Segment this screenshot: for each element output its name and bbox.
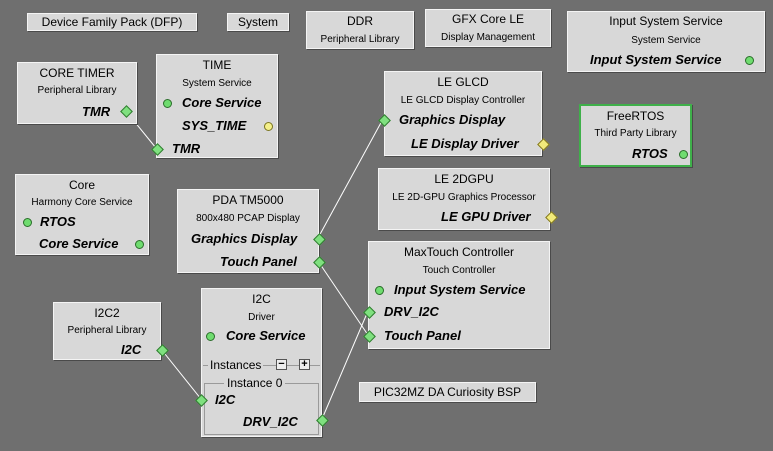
glcd-title: LE GLCD [437,75,489,89]
inputsys-subtitle: System Service [631,35,701,46]
gpu-port-label: LE GPU Driver [441,209,531,224]
gpu-subtitle: LE 2D-GPU Graphics Processor [392,192,536,203]
inputsys-port-label: Input System Service [590,52,722,67]
i2c-instance-port-i2c: I2C [215,392,236,407]
i2c-port-core-service: Core Service [226,328,306,343]
dfp-node[interactable]: Device Family Pack (DFP) [27,13,197,31]
wire-i2c2-i2c [160,348,202,400]
inputsys-port-dot[interactable] [745,56,754,65]
pda-subtitle: 800x480 PCAP Display [196,213,300,224]
time-sys-time-dot[interactable] [264,122,273,131]
time-title: TIME [202,58,232,72]
wire-pda-maxtouch [317,260,369,336]
coretimer-node[interactable]: CORE TIMER Peripheral Library TMR [17,62,137,124]
gpu-node[interactable]: LE 2DGPU LE 2D-GPU Graphics Processor LE… [378,168,558,230]
i2c-title: I2C [252,292,271,306]
glcd-subtitle: LE GLCD Display Controller [400,95,526,106]
pda-node[interactable]: PDA TM5000 800x480 PCAP Display Graphics… [177,189,326,273]
core-subtitle: Harmony Core Service [31,197,133,208]
gfx-subtitle: Display Management [441,32,535,43]
gfx-title: GFX Core LE [451,12,525,26]
add-instance-button[interactable]: + [299,359,310,370]
core-node[interactable]: Core Harmony Core Service RTOS Core Serv… [15,174,149,255]
maxtouch-input-system-dot[interactable] [375,286,384,295]
time-core-service-dot[interactable] [163,99,172,108]
inputsys-title: Input System Service [609,14,723,28]
glcd-port-graphics-display: Graphics Display [399,112,506,127]
remove-instance-button[interactable]: − [276,359,287,370]
time-node[interactable]: TIME System Service Core Service SYS_TIM… [151,54,278,158]
core-core-service-dot[interactable] [135,240,144,249]
maxtouch-node[interactable]: MaxTouch Controller Touch Controller Inp… [363,241,550,349]
bsp-node[interactable]: PIC32MZ DA Curiosity BSP [359,382,536,402]
freertos-title: FreeRTOS [606,109,665,123]
ddr-subtitle: Peripheral Library [320,34,400,45]
i2c2-node[interactable]: I2C2 Peripheral Library I2C [53,302,169,360]
freertos-port-label: RTOS [632,146,668,161]
wire-i2c-maxtouch [321,310,369,420]
core-title: Core [68,178,95,192]
i2c-core-service-dot[interactable] [206,332,215,341]
coretimer-title: CORE TIMER [39,66,115,80]
time-port-tmr: TMR [172,141,201,156]
wire-pda-glcd [317,118,384,239]
i2c-node[interactable]: I2C Driver Core Service Instances − + In… [195,288,329,437]
i2c2-subtitle: Peripheral Library [67,325,147,336]
maxtouch-subtitle: Touch Controller [422,265,496,276]
coretimer-subtitle: Peripheral Library [37,85,117,96]
core-port-rtos: RTOS [40,214,76,229]
maxtouch-port-drv-i2c: DRV_I2C [384,304,439,319]
glcd-node[interactable]: LE GLCD LE GLCD Display Controller Graph… [378,71,550,156]
coretimer-port-label: TMR [82,104,111,119]
i2c-instance-port-drv-i2c: DRV_I2C [243,414,298,429]
ddr-node[interactable]: DDR Peripheral Library [306,11,414,49]
maxtouch-port-touch-panel: Touch Panel [384,328,461,343]
maxtouch-title: MaxTouch Controller [403,245,515,259]
dfp-title: Device Family Pack (DFP) [41,15,183,29]
freertos-subtitle: Third Party Library [594,128,677,139]
maxtouch-port-input-system-service: Input System Service [394,282,526,297]
freertos-node[interactable]: FreeRTOS Third Party Library RTOS [579,104,692,167]
instances-label: Instances [208,358,264,372]
glcd-port-le-display-driver: LE Display Driver [411,136,519,151]
i2c-subtitle: Driver [248,312,275,323]
core-port-core-service: Core Service [39,236,119,251]
gfx-node[interactable]: GFX Core LE Display Management [425,9,551,47]
coretimer-tmr-connector[interactable] [120,105,133,118]
i2c2-title: I2C2 [94,306,120,320]
time-port-core-service: Core Service [182,95,262,110]
ddr-title: DDR [347,14,373,28]
i2c2-port-label: I2C [121,342,142,357]
pda-title: PDA TM5000 [212,193,284,207]
system-title: System [237,15,278,29]
core-rtos-dot[interactable] [23,218,32,227]
instance-0-label: Instance 0 [224,376,286,390]
pda-port-touch-panel: Touch Panel [220,254,297,269]
freertos-rtos-dot[interactable] [679,150,688,159]
time-subtitle: System Service [182,78,252,89]
gpu-title: LE 2DGPU [434,172,494,186]
time-port-sys-time: SYS_TIME [182,118,247,133]
system-node[interactable]: System [227,13,289,31]
inputsys-node[interactable]: Input System Service System Service Inpu… [567,11,765,72]
pda-port-graphics-display: Graphics Display [191,231,298,246]
bsp-title: PIC32MZ DA Curiosity BSP [373,385,522,399]
